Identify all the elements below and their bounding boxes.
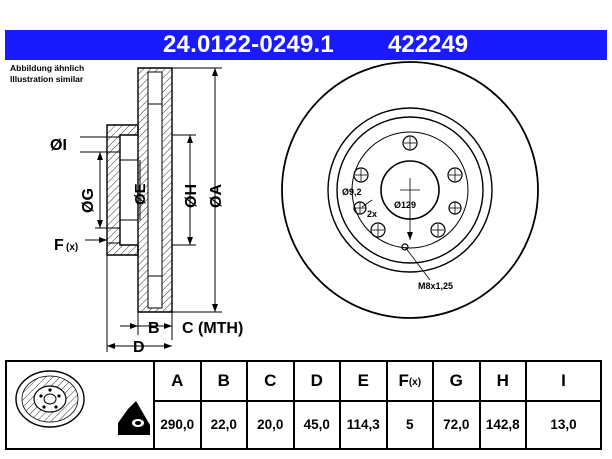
label-dim-a: ØA	[208, 184, 225, 208]
illustration-note: Abbildung ähnlich Illustration similar	[10, 63, 84, 84]
label-dim-f: F	[54, 237, 64, 254]
label-dim-i: ØI	[50, 137, 67, 154]
side-arrowheads	[97, 68, 218, 349]
label-thread: M8x1,25	[418, 281, 453, 291]
spec-header-row: A B C D E F(x) G H I	[5, 360, 602, 450]
hat-outer-edge	[336, 116, 484, 264]
value-h: 142,8	[478, 399, 527, 451]
reference-number: 422249	[388, 31, 469, 58]
part-number: 24.0122-0249.1	[163, 31, 334, 58]
col-header-e: E	[339, 360, 388, 402]
label-dim-c: C (MTH)	[182, 320, 243, 337]
label-dim-d: D	[133, 339, 145, 356]
disc-thumbnail-icon	[15, 369, 150, 435]
spec-value-row: 290,0 22,0 20,0 45,0 114,3 5 72,0 142,8 …	[6, 399, 602, 451]
col-header-c: C	[246, 360, 295, 402]
label-bolt-hole: Ø9,2	[342, 187, 362, 197]
col-header-h: H	[478, 360, 527, 402]
note-line-de: Abbildung ähnlich	[10, 63, 85, 73]
value-a: 290,0	[153, 399, 202, 451]
label-bolt-count: 2x	[367, 209, 377, 219]
disc-outer-edge	[281, 61, 539, 319]
disc-ring-section	[137, 67, 173, 313]
side-dimension-lines	[80, 67, 222, 352]
bolt-circle-line	[351, 131, 469, 249]
col-header-b: B	[199, 360, 248, 402]
note-line-en: Illustration similar	[10, 73, 84, 84]
value-g: 72,0	[432, 399, 481, 451]
value-c: 20,0	[246, 399, 295, 451]
hub-hat-section	[106, 124, 139, 256]
col-header-i: I	[525, 360, 602, 402]
value-e: 114,3	[339, 399, 388, 451]
col-header-g: G	[432, 360, 481, 402]
disc-thumbnail	[5, 360, 155, 450]
side-section-view	[80, 67, 222, 352]
col-header-d: D	[292, 360, 341, 402]
front-crosshairs	[354, 137, 461, 281]
label-dim-b: B	[148, 320, 160, 337]
wheel-bolt-holes	[353, 135, 463, 238]
front-view	[281, 61, 539, 319]
label-dim-h: ØH	[183, 184, 200, 208]
value-b: 22,0	[199, 399, 248, 451]
value-f: 5	[385, 399, 434, 451]
wrench-torque-icon	[118, 400, 150, 435]
value-i: 13,0	[525, 399, 602, 451]
label-dim-e: ØE	[132, 183, 149, 205]
friction-inner-edge	[327, 107, 493, 273]
label-pcd: Ø129	[394, 200, 416, 210]
spec-table: A B C D E F(x) G H I 290,0 22,0 20,0 45,…	[5, 360, 602, 451]
value-d: 45,0	[292, 399, 341, 451]
title-banner: 24.0122-0249.1 422249	[5, 30, 607, 60]
label-dim-g: ØG	[80, 188, 97, 213]
col-header-a: A	[153, 360, 202, 402]
label-dim-f-sub: (x)	[66, 242, 78, 253]
col-header-f: F(x)	[385, 360, 434, 402]
